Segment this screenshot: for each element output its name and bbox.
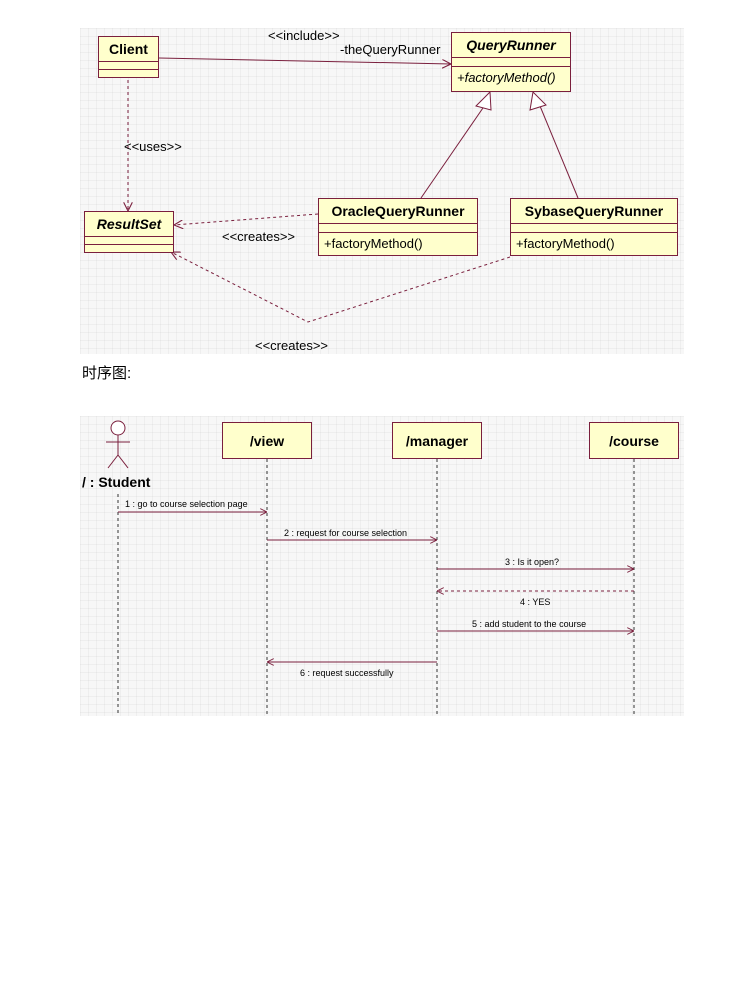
creates-oracle-label: <<creates>> bbox=[222, 229, 295, 244]
role-label: -theQueryRunner bbox=[340, 42, 441, 57]
class-queryrunner: QueryRunner +factoryMethod() bbox=[451, 32, 571, 92]
oracle-creates-line bbox=[174, 213, 319, 225]
sybase-creates-line bbox=[171, 252, 511, 323]
class-oracle-operation: +factoryMethod() bbox=[324, 236, 423, 251]
class-sybase-name: SybaseQueryRunner bbox=[511, 199, 677, 224]
creates-sybase-label: <<creates>> bbox=[255, 338, 328, 353]
lifeline-manager: /manager bbox=[392, 422, 482, 459]
sybase-generalization-line bbox=[539, 105, 579, 199]
oracle-generalization-arrowhead bbox=[475, 90, 492, 111]
sequence-diagram-panel bbox=[80, 416, 684, 716]
message-6-label: 6 : request successfully bbox=[300, 668, 394, 678]
sybase-generalization-arrowhead bbox=[529, 90, 547, 111]
class-sybase: SybaseQueryRunner +factoryMethod() bbox=[510, 198, 678, 256]
include-association-line bbox=[158, 57, 451, 64]
include-label: <<include>> bbox=[268, 28, 340, 43]
class-resultset: ResultSet bbox=[84, 211, 174, 253]
uses-label: <<uses>> bbox=[124, 139, 182, 154]
class-client: Client bbox=[98, 36, 159, 78]
message-4-label: 4 : YES bbox=[520, 597, 551, 607]
message-2-label: 2 : request for course selection bbox=[284, 528, 408, 538]
class-oracle: OracleQueryRunner +factoryMethod() bbox=[318, 198, 478, 256]
message-5-label: 5 : add student to the course bbox=[472, 619, 587, 629]
class-client-name: Client bbox=[99, 37, 158, 62]
oracle-generalization-line bbox=[420, 104, 486, 199]
class-resultset-name: ResultSet bbox=[85, 212, 173, 237]
message-3-label: 3 : Is it open? bbox=[505, 557, 560, 567]
class-oracle-name: OracleQueryRunner bbox=[319, 199, 477, 224]
lifeline-view: /view bbox=[222, 422, 312, 459]
sequence-diagram-caption: 时序图: bbox=[82, 365, 132, 382]
student-actor-label: / : Student bbox=[82, 474, 151, 490]
class-diagram-panel bbox=[80, 28, 684, 354]
student-actor-icon bbox=[106, 420, 130, 469]
class-queryrunner-name: QueryRunner bbox=[452, 33, 570, 58]
message-1-label: 1 : go to course selection page bbox=[125, 499, 248, 509]
class-queryrunner-operation: +factoryMethod() bbox=[457, 70, 556, 85]
class-sybase-operation: +factoryMethod() bbox=[516, 236, 615, 251]
lifeline-course: /course bbox=[589, 422, 679, 459]
